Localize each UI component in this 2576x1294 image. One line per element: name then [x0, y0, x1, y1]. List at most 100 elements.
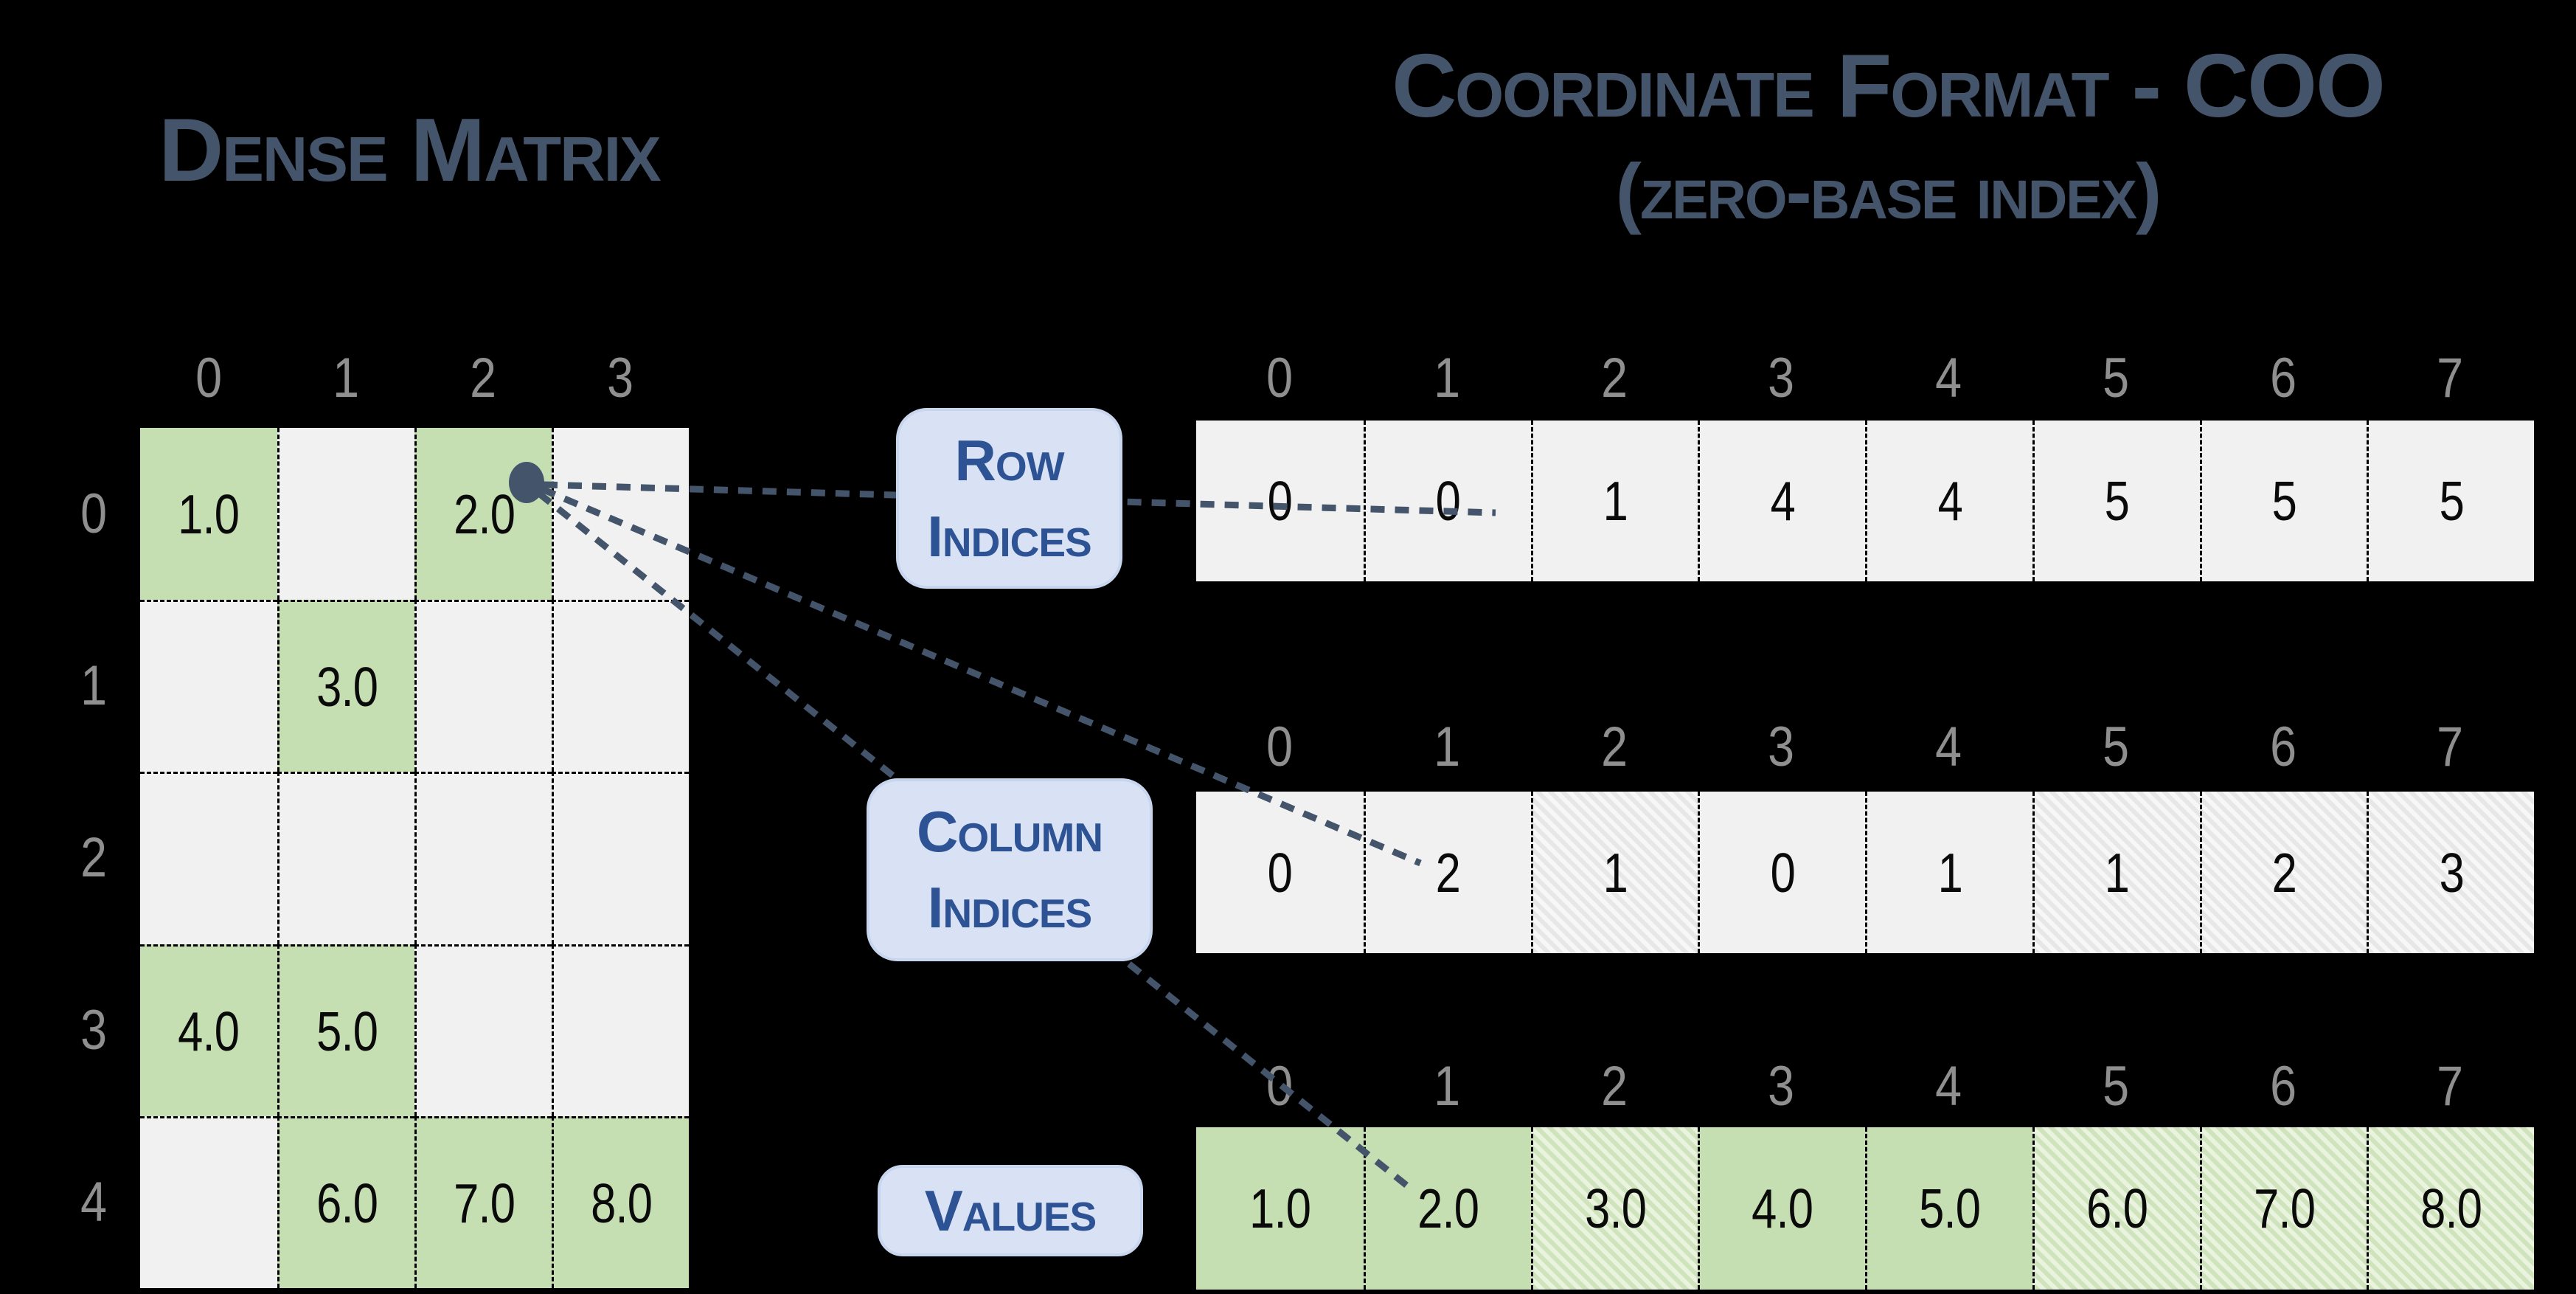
- array-cell-values: 2.0: [1363, 1127, 1531, 1290]
- label-box-text-line: Values: [924, 1177, 1097, 1243]
- array-cell-row-indices: 5: [2367, 421, 2534, 581]
- matrix-cell: 4.0: [140, 944, 277, 1116]
- matrix-cell: [414, 600, 552, 772]
- array-cell-value: 6.0: [2086, 1177, 2148, 1239]
- matrix-col-header-text: 1: [333, 346, 359, 409]
- array-cell-values: 8.0: [2367, 1127, 2534, 1290]
- array-cell-value: 4.0: [1752, 1177, 1814, 1239]
- array-index-header-text: 7: [2437, 715, 2464, 778]
- array-index-header-text: 6: [2269, 715, 2296, 778]
- matrix-cell: 7.0: [414, 1115, 552, 1288]
- array-cell-row-indices: 0: [1196, 421, 1364, 581]
- array-cell-row-indices: 5: [2032, 421, 2200, 581]
- label-box-text-line: Indices: [927, 875, 1092, 940]
- label-box-text-line: Indices: [927, 503, 1091, 569]
- array-cell-value: 3.0: [1584, 1177, 1647, 1239]
- matrix-cell: 6.0: [277, 1115, 414, 1288]
- array-cell-value: 0: [1770, 841, 1795, 904]
- array-cell-value: 4: [1937, 470, 1962, 532]
- array-cell-value: 1: [1937, 841, 1962, 904]
- array-cell-value: 2.0: [1417, 1177, 1479, 1239]
- array-cell-row-indices: 0: [1363, 421, 1531, 581]
- array-index-header-text: 4: [1935, 715, 1962, 778]
- array-cell-column-indices: 2: [1363, 792, 1531, 953]
- array-cell-value: 0: [1267, 470, 1293, 532]
- array-index-header-text: 6: [2269, 1054, 2296, 1118]
- matrix-cell: 5.0: [277, 944, 414, 1116]
- matrix-cell-value: 4.0: [178, 1000, 240, 1062]
- matrix-cell: [414, 944, 552, 1116]
- array-index-header-text: 3: [1768, 715, 1795, 778]
- matrix-cell-value: 6.0: [316, 1172, 378, 1234]
- matrix-cell: 3.0: [277, 600, 414, 772]
- array-cell-value: 1: [2104, 841, 2130, 904]
- array-cell-column-indices: 1: [2032, 792, 2200, 953]
- array-cell-column-indices: 1: [1865, 792, 2032, 953]
- array-cell-value: 5: [2439, 470, 2464, 532]
- array-index-header-text: 2: [1600, 715, 1628, 778]
- array-index-header: 7: [2367, 346, 2534, 409]
- array-index-header-text: 0: [1266, 346, 1294, 409]
- array-index-header-text: 0: [1266, 1054, 1294, 1118]
- array-index-header-text: 1: [1434, 715, 1461, 778]
- array-cell-value: 3: [2439, 841, 2464, 904]
- array-cell-values: 6.0: [2032, 1127, 2200, 1290]
- matrix-cell-value: 3.0: [316, 656, 378, 719]
- array-index-header: 2: [1531, 1054, 1698, 1118]
- matrix-cell: [140, 772, 277, 944]
- matrix-row-header-text: 4: [80, 1170, 107, 1234]
- array-cell-column-indices: 3: [2367, 792, 2534, 953]
- label-box-values: Values: [878, 1165, 1143, 1256]
- array-index-header: 2: [1531, 347, 1698, 409]
- matrix-cell: [552, 428, 689, 601]
- matrix-row-header: 1: [53, 600, 134, 772]
- matrix-col-header-text: 2: [470, 346, 496, 409]
- array-index-header-text: 3: [1768, 346, 1795, 409]
- matrix-row-header-text: 2: [80, 826, 107, 890]
- matrix-row-header: 3: [53, 944, 134, 1116]
- array-index-header: 3: [1698, 346, 1865, 409]
- matrix-cell: 2.0: [414, 428, 552, 601]
- array-index-header-text: 2: [1600, 1054, 1628, 1118]
- array-cell-value: 5: [2271, 470, 2297, 532]
- array-index-header: 6: [2200, 1054, 2367, 1118]
- array-cell-value: 4: [1770, 470, 1795, 532]
- matrix-row-header-text: 1: [80, 654, 107, 718]
- array-cell-value: 1: [1603, 470, 1628, 532]
- matrix-cell: [277, 428, 414, 601]
- array-index-header: 1: [1364, 715, 1531, 778]
- matrix-col-header-text: 3: [607, 346, 633, 409]
- array-cell-value: 0: [1435, 470, 1461, 532]
- array-cell-value: 2: [2271, 841, 2297, 904]
- array-cell-column-indices: 0: [1698, 792, 1865, 953]
- array-cell-values: 1.0: [1196, 1127, 1364, 1290]
- array-cell-value: 8.0: [2420, 1177, 2483, 1239]
- array-index-header-text: 4: [1935, 346, 1962, 409]
- array-index-header: 7: [2367, 1054, 2534, 1118]
- array-cell-row-indices: 5: [2199, 421, 2367, 581]
- array-cell-row-indices: 1: [1530, 421, 1698, 581]
- array-index-header: 4: [1865, 1055, 2032, 1118]
- matrix-cell: [552, 600, 689, 772]
- array-cell-value: 0: [1267, 841, 1293, 904]
- array-index-header-text: 7: [2437, 1054, 2464, 1118]
- array-index-header: 4: [1865, 346, 2032, 409]
- array-index-header-text: 3: [1768, 1054, 1795, 1118]
- array-index-header: 5: [2032, 1055, 2200, 1118]
- matrix-cell: [140, 600, 277, 772]
- array-index-header: 6: [2200, 715, 2367, 778]
- array-index-header-text: 0: [1266, 715, 1294, 778]
- label-box-text-line: Row: [954, 427, 1064, 493]
- matrix-cell-value: 5.0: [316, 1000, 378, 1062]
- array-index-header-text: 7: [2437, 346, 2464, 409]
- matrix-row-header: 4: [53, 1116, 134, 1288]
- array-cell-value: 1.0: [1249, 1177, 1311, 1239]
- coo-title-line2: (zero-base index): [1615, 148, 2162, 235]
- array-cell-column-indices: 1: [1530, 792, 1698, 953]
- matrix-cell: [414, 772, 552, 944]
- array-index-header-text: 6: [2269, 346, 2296, 409]
- matrix-row-header-text: 3: [80, 998, 107, 1062]
